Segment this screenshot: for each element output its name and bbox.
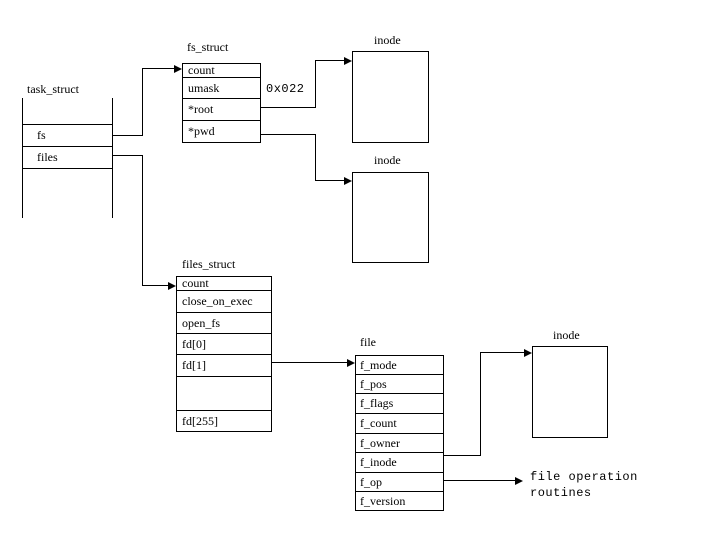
file-row-f-mode: f_mode [356, 356, 443, 375]
connector-finode-h2 [480, 352, 525, 353]
task-struct-label: task_struct [27, 82, 79, 96]
file-struct-box: f_mode f_pos f_flags f_count f_owner f_i… [355, 355, 444, 511]
task-struct-row-fs: fs [37, 128, 46, 142]
connector-fd1-arrowhead [347, 359, 355, 367]
inode-pwd-label: inode [374, 153, 401, 167]
connector-pwd-arrowhead [344, 177, 352, 185]
connector-fs-h2 [142, 68, 175, 69]
connector-fs-arrowhead [174, 65, 182, 73]
file-row-f-flags: f_flags [356, 394, 443, 414]
task-struct-right-edge [112, 98, 113, 218]
connector-files-h1 [112, 155, 143, 156]
files-struct-row-fd255: fd[255] [182, 413, 218, 428]
task-struct-row-line-mid [22, 146, 113, 147]
umask-value-annotation: 0x022 [266, 82, 305, 96]
connector-root-v [315, 60, 316, 108]
files-struct-row-open-fs: open_fs [177, 313, 271, 334]
fs-struct-label: fs_struct [187, 40, 229, 54]
fs-struct-box: count umask *root *pwd [182, 63, 261, 143]
connector-root-arrowhead [344, 57, 352, 65]
connector-pwd-h1 [260, 134, 316, 135]
connector-fop-arrowhead [515, 477, 523, 485]
task-struct-left-edge [22, 98, 23, 218]
files-struct-row-fd0: fd[0] [177, 334, 271, 355]
file-row-f-pos: f_pos [356, 375, 443, 394]
connector-fop-h [443, 480, 516, 481]
connector-finode-v [480, 352, 481, 456]
fs-struct-row-root: *root [183, 99, 260, 121]
files-struct-box: count close_on_exec open_fs fd[0] fd[1] … [176, 276, 272, 432]
connector-files-arrowhead [168, 282, 176, 290]
connector-files-h2 [142, 285, 169, 286]
inode-pwd-box [352, 172, 429, 263]
inode-file-box [532, 346, 608, 438]
file-row-f-inode: f_inode [356, 453, 443, 473]
files-struct-row-close-on-exec: close_on_exec [177, 291, 271, 313]
files-struct-label: files_struct [182, 257, 236, 271]
connector-finode-h1 [443, 455, 481, 456]
connector-pwd-v [315, 134, 316, 181]
file-row-f-owner: f_owner [356, 434, 443, 453]
file-row-f-count: f_count [356, 414, 443, 434]
connector-root-h2 [315, 60, 345, 61]
file-row-f-op: f_op [356, 473, 443, 492]
connector-root-h1 [260, 107, 316, 108]
task-struct-row-files: files [37, 150, 58, 164]
inode-file-label: inode [553, 328, 580, 342]
connector-fs-v [142, 68, 143, 136]
connector-pwd-h2 [315, 180, 345, 181]
task-struct-row-line-top [22, 124, 113, 125]
files-struct-row-count: count [177, 277, 271, 291]
fs-struct-row-pwd: *pwd [188, 124, 215, 138]
connector-finode-arrowhead [524, 349, 532, 357]
file-struct-label: file [360, 335, 376, 349]
connector-fs-h1 [112, 135, 143, 136]
fs-struct-row-umask: umask [183, 78, 260, 99]
file-operation-routines-line2: routines [530, 486, 592, 500]
files-struct-row-ellipsis [177, 377, 271, 411]
connector-fd1-h [271, 362, 348, 363]
fs-struct-row-count: count [183, 64, 260, 78]
file-operation-routines-line1: file operation [530, 470, 638, 484]
task-struct-row-line-bottom [22, 168, 113, 169]
files-struct-row-fd1: fd[1] [177, 355, 271, 377]
file-row-f-version: f_version [360, 493, 406, 508]
connector-files-v [142, 155, 143, 286]
inode-root-box [352, 51, 429, 143]
inode-root-label: inode [374, 33, 401, 47]
